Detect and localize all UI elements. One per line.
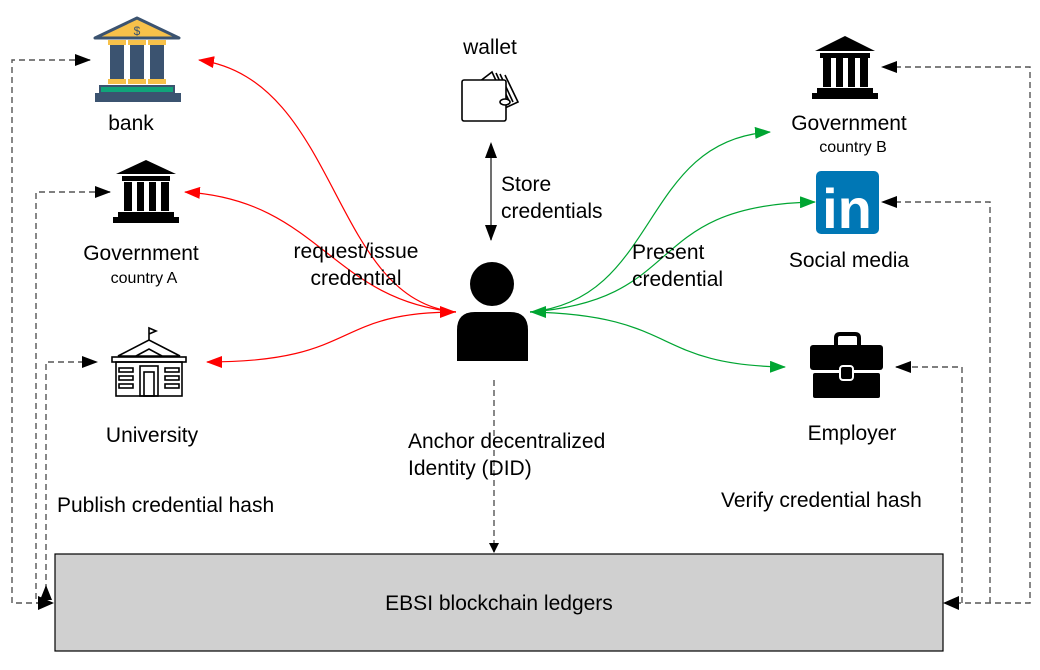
ebsi-ledger-box: EBSI blockchain ledgers bbox=[54, 553, 944, 652]
svg-text:in: in bbox=[822, 177, 872, 240]
university-label: University bbox=[106, 424, 199, 447]
government-b-sublabel: country B bbox=[819, 139, 887, 156]
verify-hash-connectors bbox=[881, 61, 1031, 610]
government-a-label: Government bbox=[83, 242, 199, 265]
person-icon bbox=[457, 262, 528, 361]
store-credentials-label-2: credentials bbox=[501, 200, 603, 223]
verify-hash-label: Verify credential hash bbox=[721, 489, 922, 512]
government-b-label: Government bbox=[791, 112, 907, 135]
present-label-1: Present bbox=[632, 241, 705, 264]
briefcase-icon bbox=[810, 332, 883, 398]
request-label-1: request/issue bbox=[294, 240, 419, 263]
bank-label: bank bbox=[108, 112, 154, 135]
present-credential-arrows bbox=[529, 126, 816, 373]
present-label-2: credential bbox=[632, 268, 723, 291]
bank-icon: $ bbox=[93, 16, 181, 102]
publish-hash-connectors bbox=[11, 54, 111, 610]
store-credentials-label-1: Store bbox=[501, 173, 551, 196]
government-a-sublabel: country A bbox=[111, 270, 178, 287]
request-label-2: credential bbox=[310, 267, 401, 290]
government-a-icon bbox=[113, 160, 179, 223]
employer-label: Employer bbox=[808, 422, 897, 445]
anchor-label-2: Identity (DID) bbox=[408, 457, 532, 480]
university-icon bbox=[111, 326, 187, 397]
wallet-icon bbox=[461, 70, 520, 122]
government-b-icon bbox=[812, 36, 878, 99]
ledger-label: EBSI blockchain ledgers bbox=[385, 592, 613, 615]
request-issue-arrows bbox=[184, 56, 457, 368]
wallet-label: wallet bbox=[462, 36, 517, 59]
anchor-label-1: Anchor decentralized bbox=[408, 430, 605, 453]
svg-text:$: $ bbox=[134, 24, 141, 38]
linkedin-icon: in bbox=[816, 171, 879, 240]
publish-hash-label: Publish credential hash bbox=[57, 494, 274, 517]
social-media-label: Social media bbox=[789, 249, 910, 272]
